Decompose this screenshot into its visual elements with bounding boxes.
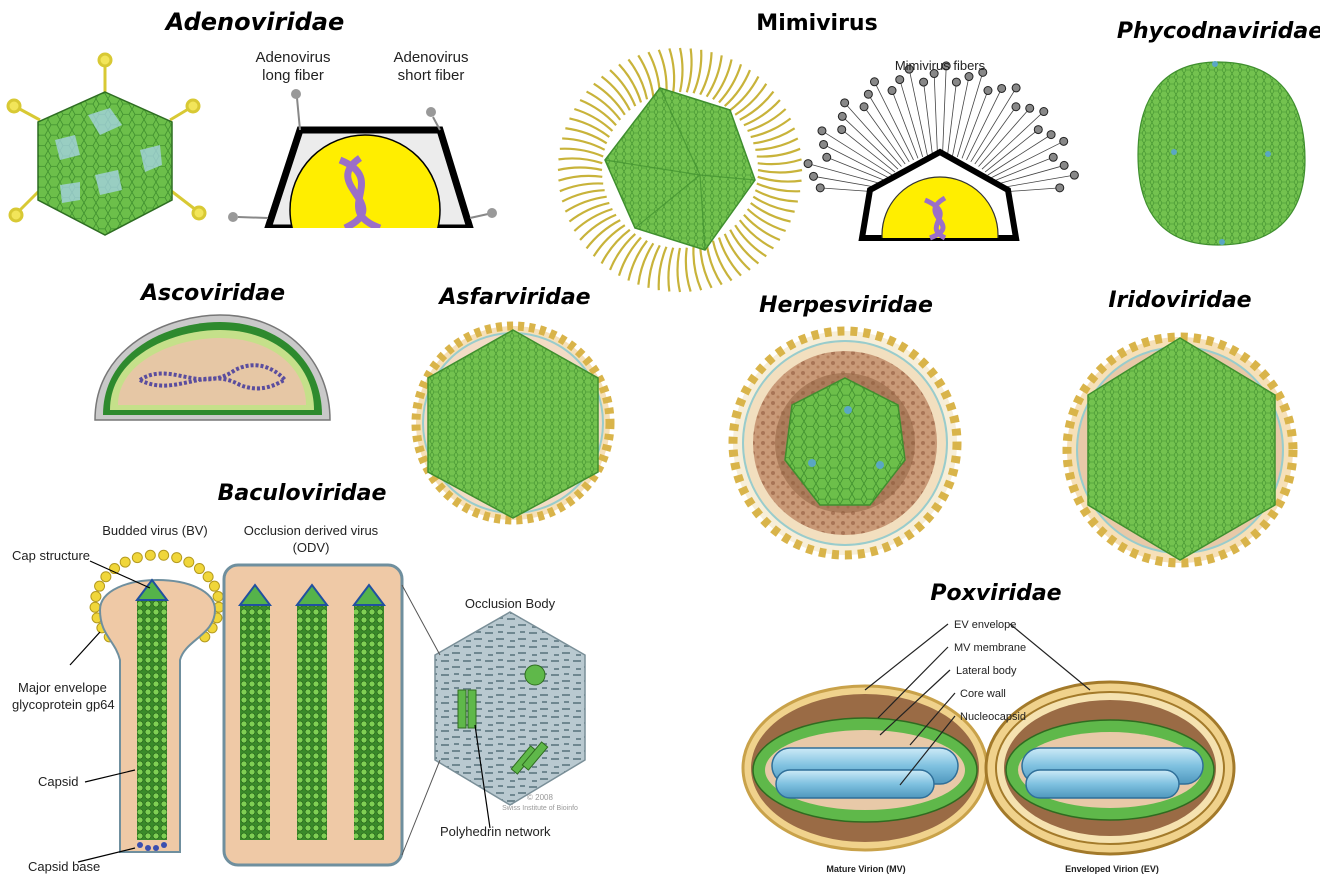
adenovirus-short-fiber-label-2: short fiber — [398, 67, 465, 84]
bv-capsid — [137, 600, 167, 840]
gp64-label-2: glycoprotein gp64 — [12, 697, 115, 712]
mature-virion — [743, 686, 987, 850]
cap-structure-label: Cap structure — [12, 548, 90, 563]
nucleocapsid-label: Nucleocapsid — [960, 711, 1026, 723]
adenoviridae-title: Adenoviridae — [164, 8, 344, 36]
mimivirus-particle — [558, 48, 802, 292]
polyhedrin-network-label: Polyhedrin network — [440, 824, 551, 839]
herpesviridae-title: Herpesviridae — [759, 293, 933, 318]
baculoviridae-title: Baculoviridae — [218, 481, 387, 506]
phycodnaviridae-panel: Phycodnaviridae — [1117, 19, 1320, 245]
adenoviridae-panel: Adenoviridae — [8, 8, 500, 285]
mv-membrane-label: MV membrane — [954, 642, 1026, 654]
poxviridae-title: Poxviridae — [930, 581, 1061, 606]
gp64-label-1: Major envelope — [18, 680, 107, 695]
lateral-body-label: Lateral body — [956, 665, 1017, 677]
enveloped-virion — [986, 682, 1234, 854]
adenovirus-long-fiber-label-2: long fiber — [262, 67, 324, 84]
odv-nucleocapsids — [240, 585, 384, 840]
adenovirus-capsid — [8, 54, 205, 235]
mature-virion-label: Mature Virion (MV) — [826, 864, 905, 874]
occlusion-body-label: Occlusion Body — [465, 596, 556, 611]
occlusion-body — [402, 585, 585, 855]
baculo-copyright-2: Swiss Institute of Bioinfo — [502, 805, 578, 812]
asfarviridae-panel: Asfarviridae — [416, 285, 610, 520]
capsid-base-label: Capsid base — [28, 859, 100, 874]
mimivirus-panel: Mimivirus Mimivirus fibers — [558, 11, 1078, 293]
iridoviridae-panel: Iridoviridae — [1067, 288, 1293, 563]
occlusion-derived-virus — [224, 565, 402, 865]
ascoviridae-panel: Ascoviridae — [95, 281, 330, 420]
asfarviridae-title: Asfarviridae — [437, 285, 590, 310]
baculo-odv-label-2: (ODV) — [293, 540, 330, 555]
adenovirus-short-fiber-label-1: Adenovirus — [393, 49, 468, 66]
mimivirus-fibers-label: Mimivirus fibers — [895, 58, 986, 73]
phycodnavirus-capsid — [1138, 62, 1305, 245]
adenovirus-long-fiber-label-1: Adenovirus — [255, 49, 330, 66]
baculo-copyright-1: © 2008 — [527, 793, 553, 802]
adenovirus-schematic — [228, 89, 500, 285]
capsid-label: Capsid — [38, 774, 78, 789]
core-wall-label: Core wall — [960, 688, 1006, 700]
ev-envelope-label: EV envelope — [954, 619, 1016, 631]
ascoviridae-title: Ascoviridae — [139, 281, 285, 306]
enveloped-virion-label: Enveloped Virion (EV) — [1065, 864, 1159, 874]
mimivirus-title: Mimivirus — [756, 11, 877, 36]
baculo-odv-label-1: Occlusion derived virus — [244, 523, 379, 538]
baculoviridae-panel: Baculoviridae Budded virus (BV) Occlusio… — [12, 481, 585, 874]
herpesviridae-panel: Herpesviridae — [733, 293, 957, 555]
phycodnaviridae-title: Phycodnaviridae — [1117, 19, 1320, 44]
mimivirus-schematic — [804, 62, 1078, 293]
iridoviridae-title: Iridoviridae — [1108, 288, 1251, 313]
baculo-bv-label: Budded virus (BV) — [102, 523, 208, 538]
poxviridae-panel: Poxviridae EV envelope MV mem — [743, 581, 1234, 874]
